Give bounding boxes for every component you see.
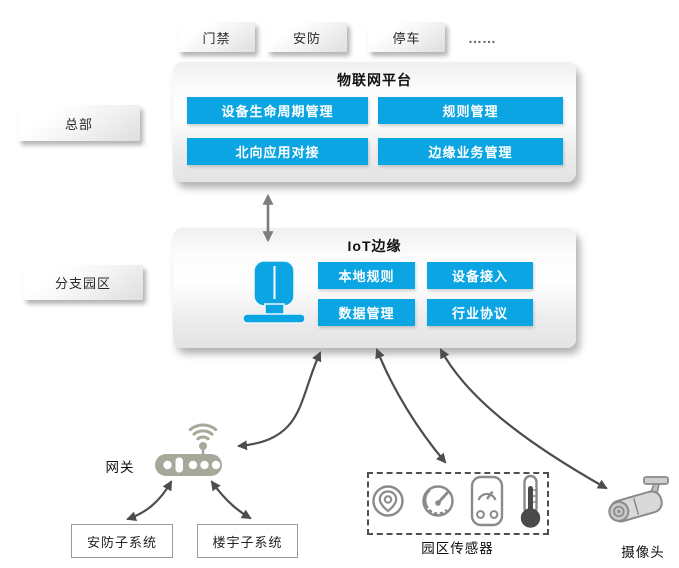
- edge-gateway-arrow: [237, 351, 322, 451]
- module-local-rules: 本地规则: [318, 262, 415, 289]
- cctv-camera-icon: [608, 476, 669, 523]
- gateway-building-subsystem-arrow: [210, 480, 252, 520]
- camera-label: 摄像头: [621, 545, 665, 560]
- iot-platform-title: 物联网平台: [337, 72, 412, 88]
- module-edge-business-management: 边缘业务管理: [378, 138, 563, 165]
- headquarters-label-box: 总部: [18, 105, 140, 141]
- edge-sensors-arrow: [375, 348, 447, 464]
- iot-edge-title: IoT边缘: [347, 238, 402, 254]
- app-box-security: 安防: [267, 22, 347, 52]
- campus-sensors-box: [367, 472, 549, 535]
- module-data-management: 数据管理: [318, 299, 415, 326]
- gateway-label: 网关: [105, 460, 135, 475]
- gateway-security-subsystem-arrow: [126, 480, 173, 522]
- module-device-lifecycle-management: 设备生命周期管理: [187, 97, 368, 124]
- branch-campus-label-box: 分支园区: [23, 265, 143, 300]
- app-box-access-control: 门禁: [178, 22, 255, 52]
- app-box-parking: 停车: [368, 22, 445, 52]
- security-subsystem-box: 安防子系统: [71, 524, 173, 558]
- iot-edge-panel: IoT边缘 本地规则 设备接入 数据管理 行业协议: [173, 228, 576, 348]
- module-rule-management: 规则管理: [378, 97, 563, 124]
- module-northbound-app-integration: 北向应用对接: [187, 138, 368, 165]
- edge-camera-arrow: [439, 348, 608, 490]
- iot-platform-panel: 物联网平台 设备生命周期管理 规则管理 北向应用对接 边缘业务管理: [173, 62, 576, 182]
- module-device-access: 设备接入: [427, 262, 533, 289]
- module-industry-protocol: 行业协议: [427, 299, 533, 326]
- more-apps-ellipsis: ……: [468, 30, 496, 46]
- building-subsystem-box: 楼宇子系统: [197, 524, 298, 558]
- wifi-router-icon: [155, 423, 222, 476]
- campus-sensors-label: 园区传感器: [421, 541, 494, 556]
